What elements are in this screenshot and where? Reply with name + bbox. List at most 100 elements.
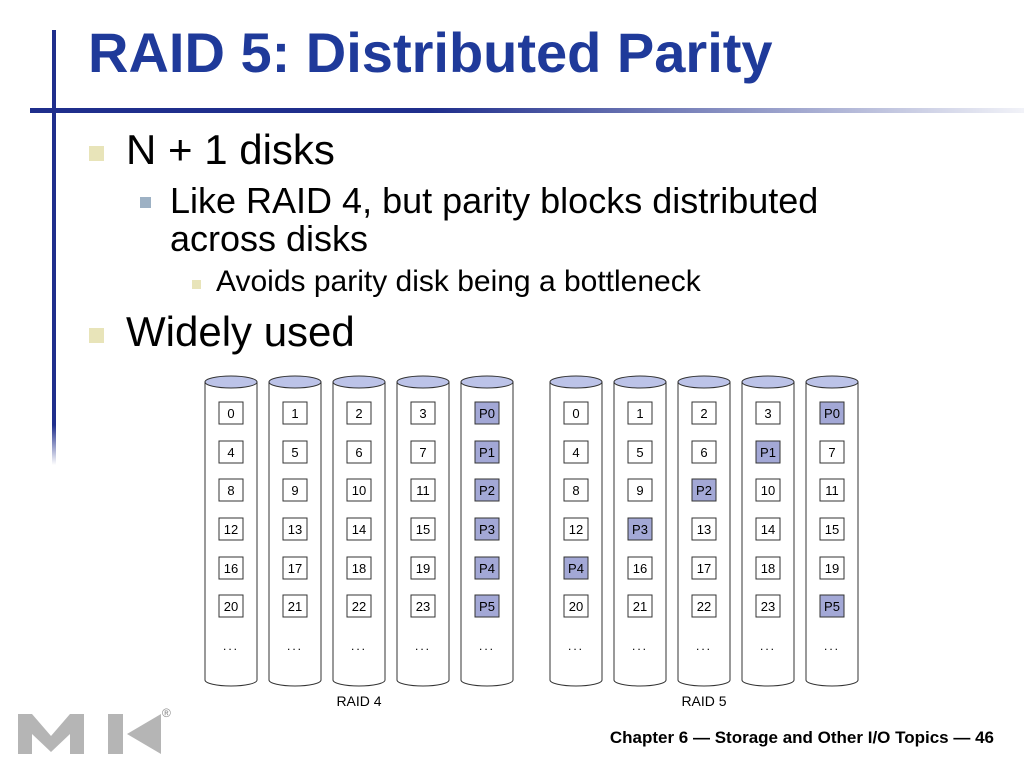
disk-ellipsis: ... xyxy=(287,639,303,653)
disk-ellipsis: ... xyxy=(568,639,584,653)
data-block xyxy=(627,401,653,425)
block-label: 23 xyxy=(761,599,775,614)
parity-block xyxy=(691,478,717,502)
parity-block xyxy=(755,440,781,464)
data-block xyxy=(691,517,717,541)
parity-block xyxy=(563,556,589,580)
slide-footer: Chapter 6 — Storage and Other I/O Topics… xyxy=(609,728,994,747)
block-label: 18 xyxy=(761,561,775,576)
data-block xyxy=(410,478,436,502)
data-block xyxy=(627,594,653,618)
group-label: RAID 5 xyxy=(681,693,726,709)
disk-top xyxy=(549,375,603,389)
block-label: P2 xyxy=(479,483,495,498)
data-block xyxy=(218,556,244,580)
block-label: 1 xyxy=(636,406,643,421)
block-label: 12 xyxy=(224,522,238,537)
disk-top xyxy=(204,375,258,389)
data-block xyxy=(563,517,589,541)
data-block xyxy=(691,556,717,580)
bullet-square-icon xyxy=(89,146,104,161)
block-label: 11 xyxy=(416,483,430,498)
data-block xyxy=(346,478,372,502)
disk-top xyxy=(332,375,386,389)
block-label: 13 xyxy=(697,522,711,537)
disk-top xyxy=(460,375,514,389)
data-block xyxy=(755,478,781,502)
data-block xyxy=(346,401,372,425)
disk-top xyxy=(268,375,322,389)
block-label: 8 xyxy=(572,483,579,498)
block-label: 5 xyxy=(291,445,298,460)
block-label: 14 xyxy=(761,522,775,537)
data-block xyxy=(410,440,436,464)
data-block xyxy=(346,517,372,541)
block-label: P3 xyxy=(632,522,648,537)
block-label: 22 xyxy=(697,599,711,614)
registered-mark: ® xyxy=(162,706,171,720)
data-block xyxy=(218,401,244,425)
group-label: RAID 4 xyxy=(336,693,381,709)
parity-block xyxy=(474,517,500,541)
bullet-level2: Like RAID 4, but parity blocks distribut… xyxy=(170,180,819,259)
disk-ellipsis: ... xyxy=(479,639,495,653)
block-label: 12 xyxy=(569,522,583,537)
data-block xyxy=(282,478,308,502)
disk-ellipsis: ... xyxy=(351,639,367,653)
block-label: P4 xyxy=(479,561,495,576)
block-label: 13 xyxy=(288,522,302,537)
parity-block xyxy=(627,517,653,541)
bullet-level1: N + 1 disks xyxy=(126,126,335,173)
block-label: 0 xyxy=(227,406,234,421)
data-block xyxy=(627,556,653,580)
data-block xyxy=(819,517,845,541)
block-label: 23 xyxy=(416,599,430,614)
block-label: 5 xyxy=(636,445,643,460)
disk-ellipsis: ... xyxy=(824,639,840,653)
bullet-square-icon xyxy=(192,280,201,289)
block-label: 9 xyxy=(636,483,643,498)
block-label: 2 xyxy=(355,406,362,421)
title-horizontal-rule xyxy=(30,108,1024,113)
disk-ellipsis: ... xyxy=(415,639,431,653)
parity-block xyxy=(819,401,845,425)
disk-top xyxy=(741,375,795,389)
block-label: 14 xyxy=(352,522,366,537)
data-block xyxy=(755,517,781,541)
data-block xyxy=(691,401,717,425)
data-block xyxy=(282,517,308,541)
block-label: 22 xyxy=(352,599,366,614)
bullet-square-icon xyxy=(89,328,104,343)
block-label: 4 xyxy=(572,445,579,460)
data-block xyxy=(218,440,244,464)
data-block xyxy=(755,401,781,425)
parity-block xyxy=(819,594,845,618)
data-block xyxy=(563,594,589,618)
data-block xyxy=(627,478,653,502)
block-label: 7 xyxy=(419,445,426,460)
parity-block xyxy=(474,478,500,502)
block-label: 6 xyxy=(700,445,707,460)
data-block xyxy=(410,556,436,580)
block-label: 20 xyxy=(224,599,238,614)
block-label: 20 xyxy=(569,599,583,614)
data-block xyxy=(627,440,653,464)
disk-top xyxy=(805,375,859,389)
block-label: P0 xyxy=(479,406,495,421)
data-block xyxy=(755,556,781,580)
data-block xyxy=(282,556,308,580)
bullet-level3: Avoids parity disk being a bottleneck xyxy=(216,265,701,298)
data-block xyxy=(346,594,372,618)
block-label: 21 xyxy=(288,599,302,614)
block-label: 21 xyxy=(633,599,647,614)
block-label: 3 xyxy=(419,406,426,421)
block-label: 17 xyxy=(697,561,711,576)
block-label: 0 xyxy=(572,406,579,421)
data-block xyxy=(819,556,845,580)
data-block xyxy=(563,478,589,502)
slide-title: RAID 5: Distributed Parity xyxy=(88,21,773,84)
data-block xyxy=(410,517,436,541)
data-block xyxy=(282,440,308,464)
data-block xyxy=(218,517,244,541)
